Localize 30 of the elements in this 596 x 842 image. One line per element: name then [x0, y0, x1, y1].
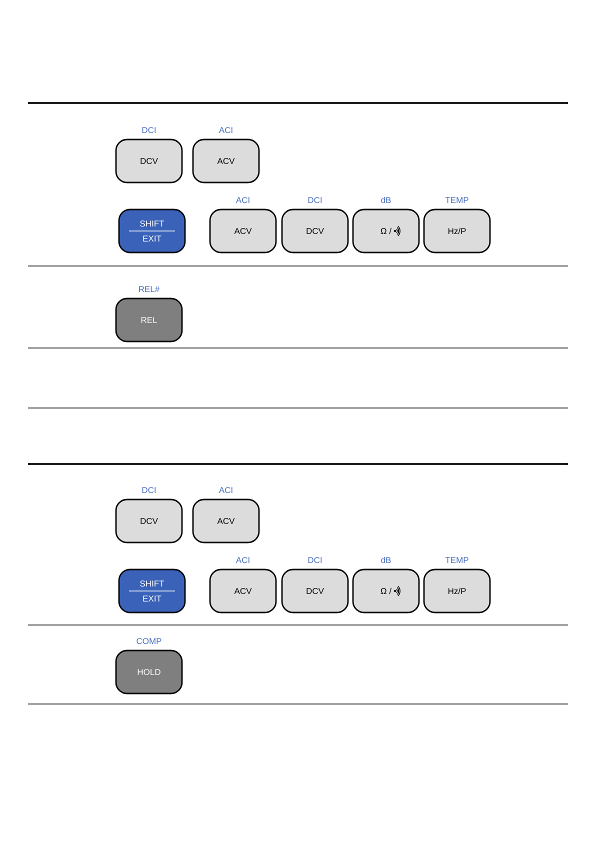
key-button: ACV — [209, 568, 277, 614]
key-button: HOLD — [115, 650, 183, 694]
key-button: DCV — [115, 498, 183, 544]
key-label: dB — [381, 556, 391, 564]
shift-exit-key: SHIFT EXIT — [118, 568, 186, 614]
shift-exit-key: SHIFT EXIT — [118, 208, 186, 254]
key-button: DCV — [281, 568, 349, 614]
key-label: DCI — [142, 487, 156, 494]
key-label: DCI — [142, 127, 156, 134]
key-label: COMP — [136, 638, 162, 644]
key-label: ACI — [236, 557, 250, 564]
key-label: DCI — [308, 557, 322, 564]
key-button: DCV — [281, 208, 349, 254]
key-button: ACV — [192, 138, 260, 184]
key-button: DCV — [115, 138, 183, 184]
key-button: ACV — [209, 208, 277, 254]
key-label: TEMP — [445, 197, 468, 203]
key-label: REL# — [139, 286, 160, 292]
key-button: ACV — [192, 498, 260, 544]
key-label: ACI — [218, 487, 232, 494]
key-button: REL — [115, 298, 183, 342]
key-button: Ω / — [352, 208, 420, 254]
key-button: Hz/P — [423, 208, 491, 254]
key-button: Ω / — [352, 568, 420, 614]
key-label: dB — [381, 196, 391, 204]
key-label: ACI — [236, 197, 250, 204]
key-label: DCI — [308, 197, 322, 204]
key-label: ACI — [218, 127, 232, 134]
key-button: Hz/P — [423, 568, 491, 614]
key-label: TEMP — [445, 557, 468, 563]
